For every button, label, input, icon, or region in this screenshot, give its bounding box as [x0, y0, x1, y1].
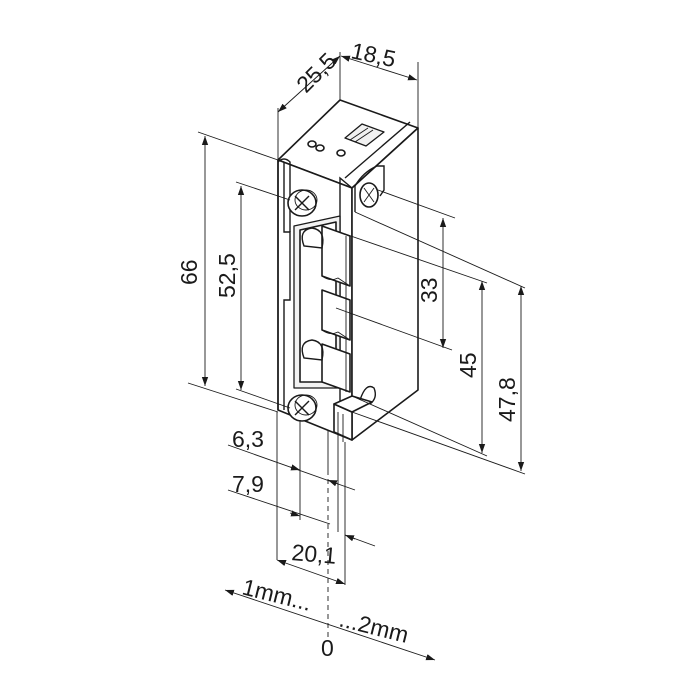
dim-overall-height-label: 66	[176, 259, 202, 285]
upper-screw-icon	[287, 189, 318, 217]
scale-zero-label: 0	[321, 635, 334, 661]
dim-latch-opening-label: 45	[455, 352, 481, 378]
scale-right-label: ...2mm	[337, 606, 411, 648]
dim-depth-label: 25,5	[291, 47, 341, 97]
dim-total-depth-label: 20,1	[291, 539, 338, 569]
dim-width-top-label: 18,5	[349, 37, 398, 72]
dim-offset-a-label: 6,3	[232, 426, 264, 452]
dim-faceplate-height-label: 47,8	[494, 377, 520, 422]
latch-mechanism	[301, 225, 351, 393]
door-strike-body	[277, 99, 419, 442]
scale-left-label: 1mm...	[240, 574, 314, 616]
dimension-lines	[187, 52, 526, 661]
dim-offset-b-label: 7,9	[232, 471, 264, 497]
faceplate-screw-icon	[359, 182, 379, 208]
dim-latch-inner-label: 33	[416, 277, 442, 303]
dim-screw-spacing-label: 52,5	[214, 253, 240, 298]
lower-screw-icon	[287, 394, 318, 422]
